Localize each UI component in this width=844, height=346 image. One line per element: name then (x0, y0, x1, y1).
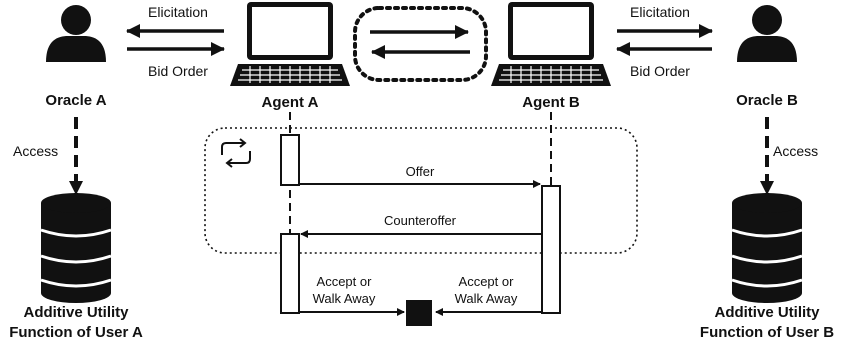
database-b-label-line1: Additive Utility (714, 304, 820, 321)
agent-b-laptop-icon (490, 1, 612, 87)
bid-order-label-right: Bid Order (630, 63, 690, 79)
database-b-icon (730, 191, 804, 305)
accept-left-line2: Walk Away (313, 291, 376, 306)
agent-a-laptop-icon (229, 1, 351, 87)
accept-right-line1: Accept or (459, 274, 515, 289)
agent-b-label: Agent B (522, 94, 580, 111)
bid-order-label-left: Bid Order (148, 63, 208, 79)
access-label-right: Access (773, 143, 818, 159)
agent-a-activation-2 (280, 233, 300, 314)
offer-label: Offer (406, 164, 435, 179)
elicitation-label-left: Elicitation (148, 4, 208, 20)
end-state-icon (406, 300, 432, 326)
database-a-icon (39, 191, 113, 305)
negotiation-loop-frame (204, 127, 638, 254)
database-b-label-line2: Function of User B (700, 324, 834, 341)
agent-b-activation (541, 185, 561, 314)
accept-left-line1: Accept or (317, 274, 373, 289)
oracle-b-person-icon (737, 5, 797, 62)
oracle-b-label: Oracle B (736, 92, 798, 109)
database-a-label-line1: Additive Utility (23, 304, 129, 321)
loop-icon (221, 138, 251, 168)
agent-a-activation-1 (280, 134, 300, 186)
oracle-a-label: Oracle A (45, 92, 106, 109)
accept-right-line2: Walk Away (455, 291, 518, 306)
database-a-label-line2: Function of User A (9, 324, 143, 341)
agent-exchange-box (353, 6, 488, 82)
oracle-a-person-icon (46, 5, 106, 62)
elicitation-label-right: Elicitation (630, 4, 690, 20)
agent-a-label: Agent A (262, 94, 319, 111)
access-label-left: Access (13, 143, 58, 159)
counteroffer-label: Counteroffer (384, 213, 457, 228)
